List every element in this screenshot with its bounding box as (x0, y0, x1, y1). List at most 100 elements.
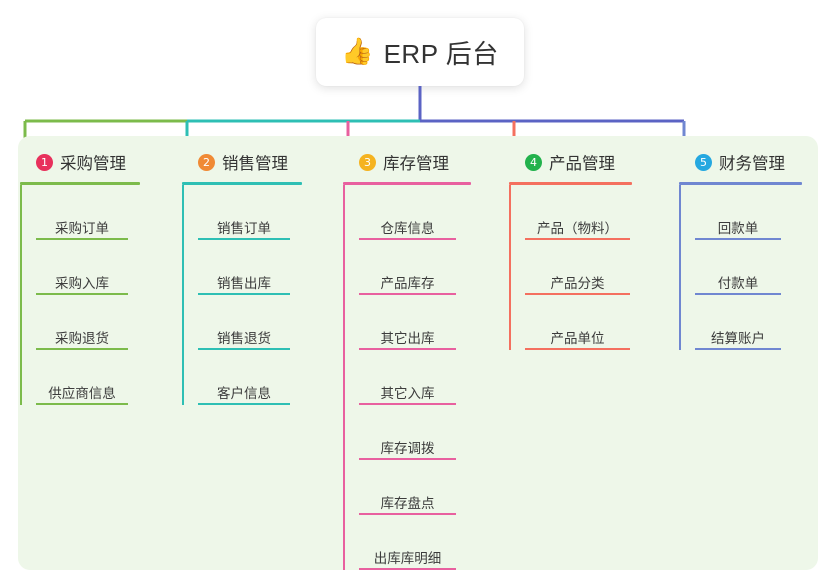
branch-number-badge: 5 (695, 153, 712, 171)
branch-item-underline (359, 293, 456, 295)
branch-header[interactable]: 1 采购管理 (20, 148, 140, 176)
branch-spine (343, 185, 345, 570)
branch-column: 2 销售管理销售订单销售出库销售退货客户信息 (182, 148, 302, 405)
branch-item[interactable]: 其它入库 (359, 350, 456, 405)
branch-item-label: 回款单 (717, 220, 759, 236)
branch-header[interactable]: 3 库存管理 (343, 148, 471, 176)
branch-item-list: 销售订单销售出库销售退货客户信息 (182, 185, 290, 405)
branch-item[interactable]: 产品单位 (525, 295, 630, 350)
branch-header[interactable]: 2 销售管理 (182, 148, 302, 176)
branch-underline (182, 182, 302, 185)
branch-item[interactable]: 采购订单 (36, 185, 128, 240)
branch-underline (509, 182, 632, 185)
branch-item-underline (359, 403, 456, 405)
branch-item-label: 库存调拨 (380, 440, 435, 456)
branch-item[interactable]: 销售出库 (198, 240, 290, 295)
branch-item[interactable]: 仓库信息 (359, 185, 456, 240)
branch-item-underline (525, 348, 630, 350)
branch-item-underline (359, 238, 456, 240)
branch-item-list: 仓库信息产品库存其它出库其它入库库存调拨库存盘点出库库明细 (343, 185, 456, 570)
branch-item-label: 销售出库 (217, 275, 271, 291)
branch-spine (679, 185, 681, 350)
branch-item[interactable]: 采购退货 (36, 295, 128, 350)
branch-item-list: 采购订单采购入库采购退货供应商信息 (20, 185, 128, 405)
branch-number-badge: 3 (359, 153, 376, 171)
branch-item-underline (198, 348, 290, 350)
branch-column: 5 财务管理回款单付款单结算账户 (679, 148, 802, 350)
branch-item-underline (36, 293, 128, 295)
branch-item-label: 产品分类 (550, 275, 605, 291)
branch-item-underline (525, 238, 630, 240)
branch-title: 销售管理 (222, 155, 288, 173)
branch-item-underline (359, 568, 456, 570)
branch-title: 产品管理 (549, 155, 615, 173)
branch-number-badge: 1 (36, 153, 53, 171)
branch-item[interactable]: 销售退货 (198, 295, 290, 350)
branch-item-label: 其它入库 (380, 385, 435, 401)
branch-item-label: 采购入库 (55, 275, 109, 291)
branch-item-underline (359, 513, 456, 515)
branch-column: 3 库存管理仓库信息产品库存其它出库其它入库库存调拨库存盘点出库库明细 (343, 148, 471, 570)
branch-title: 财务管理 (719, 155, 785, 173)
branch-item-list: 回款单付款单结算账户 (679, 185, 781, 350)
branch-item-label: 付款单 (717, 275, 759, 291)
branch-number-badge: 2 (198, 153, 215, 171)
branch-column: 4 产品管理产品（物料） 产品分类产品单位 (509, 148, 632, 350)
branch-item[interactable]: 回款单 (695, 185, 781, 240)
branch-item-label: 其它出库 (380, 330, 435, 346)
branch-underline (20, 182, 140, 185)
branch-item-label: 产品库存 (380, 275, 435, 291)
branch-item-label: 销售退货 (217, 330, 271, 346)
branch-header[interactable]: 4 产品管理 (509, 148, 632, 176)
branch-underline (679, 182, 802, 185)
branch-item-underline (198, 293, 290, 295)
branch-item-underline (36, 403, 128, 405)
branch-number-badge: 4 (525, 153, 542, 171)
branch-spine (182, 185, 184, 405)
root-node-card[interactable]: 👍 ERP 后台 (316, 18, 524, 86)
branch-header[interactable]: 5 财务管理 (679, 148, 802, 176)
branch-item[interactable]: 出库库明细 (359, 515, 456, 570)
branch-item[interactable]: 销售订单 (198, 185, 290, 240)
branch-item-underline (198, 403, 290, 405)
branch-item[interactable]: 采购入库 (36, 240, 128, 295)
branch-title: 采购管理 (60, 155, 126, 173)
branch-item[interactable]: 其它出库 (359, 295, 456, 350)
branch-spine (509, 185, 511, 350)
branch-item-label: 采购订单 (55, 220, 109, 236)
branch-item-underline (525, 293, 630, 295)
branch-item-underline (36, 348, 128, 350)
branch-spine (20, 185, 22, 405)
branch-item-underline (695, 348, 781, 350)
branch-item-underline (198, 238, 290, 240)
branch-item-label: 客户信息 (217, 385, 271, 401)
branch-item-label: 结算账户 (711, 330, 765, 346)
branch-item-label: 仓库信息 (380, 220, 435, 236)
branches-panel: 1 采购管理采购订单采购入库采购退货供应商信息 2 销售管理销售订单销售出库销售退货客… (18, 136, 818, 570)
branch-column: 1 采购管理采购订单采购入库采购退货供应商信息 (20, 148, 140, 405)
branch-item[interactable]: 客户信息 (198, 350, 290, 405)
branch-item-underline (36, 238, 128, 240)
branch-item-label: 供应商信息 (48, 385, 116, 401)
branch-item-list: 产品（物料） 产品分类产品单位 (509, 185, 630, 350)
branch-item-label: 库存盘点 (380, 495, 435, 511)
branch-item-underline (695, 293, 781, 295)
branch-item-label: 采购退货 (55, 330, 109, 346)
branch-item-label: 产品（物料） (537, 220, 618, 236)
branch-item[interactable]: 付款单 (695, 240, 781, 295)
branch-item[interactable]: 产品（物料） (525, 185, 630, 240)
branch-item[interactable]: 结算账户 (695, 295, 781, 350)
branch-item-underline (695, 238, 781, 240)
branch-item[interactable]: 产品库存 (359, 240, 456, 295)
branch-underline (343, 182, 471, 185)
branch-item[interactable]: 供应商信息 (36, 350, 128, 405)
branch-title: 库存管理 (383, 155, 449, 173)
branch-item-label: 产品单位 (550, 330, 605, 346)
branch-item-underline (359, 348, 456, 350)
branch-item[interactable]: 库存调拨 (359, 405, 456, 460)
branch-item-underline (359, 458, 456, 460)
branch-item[interactable]: 库存盘点 (359, 460, 456, 515)
branch-item[interactable]: 产品分类 (525, 240, 630, 295)
branch-item-label: 销售订单 (217, 220, 271, 236)
branch-item-label: 出库库明细 (373, 550, 442, 566)
